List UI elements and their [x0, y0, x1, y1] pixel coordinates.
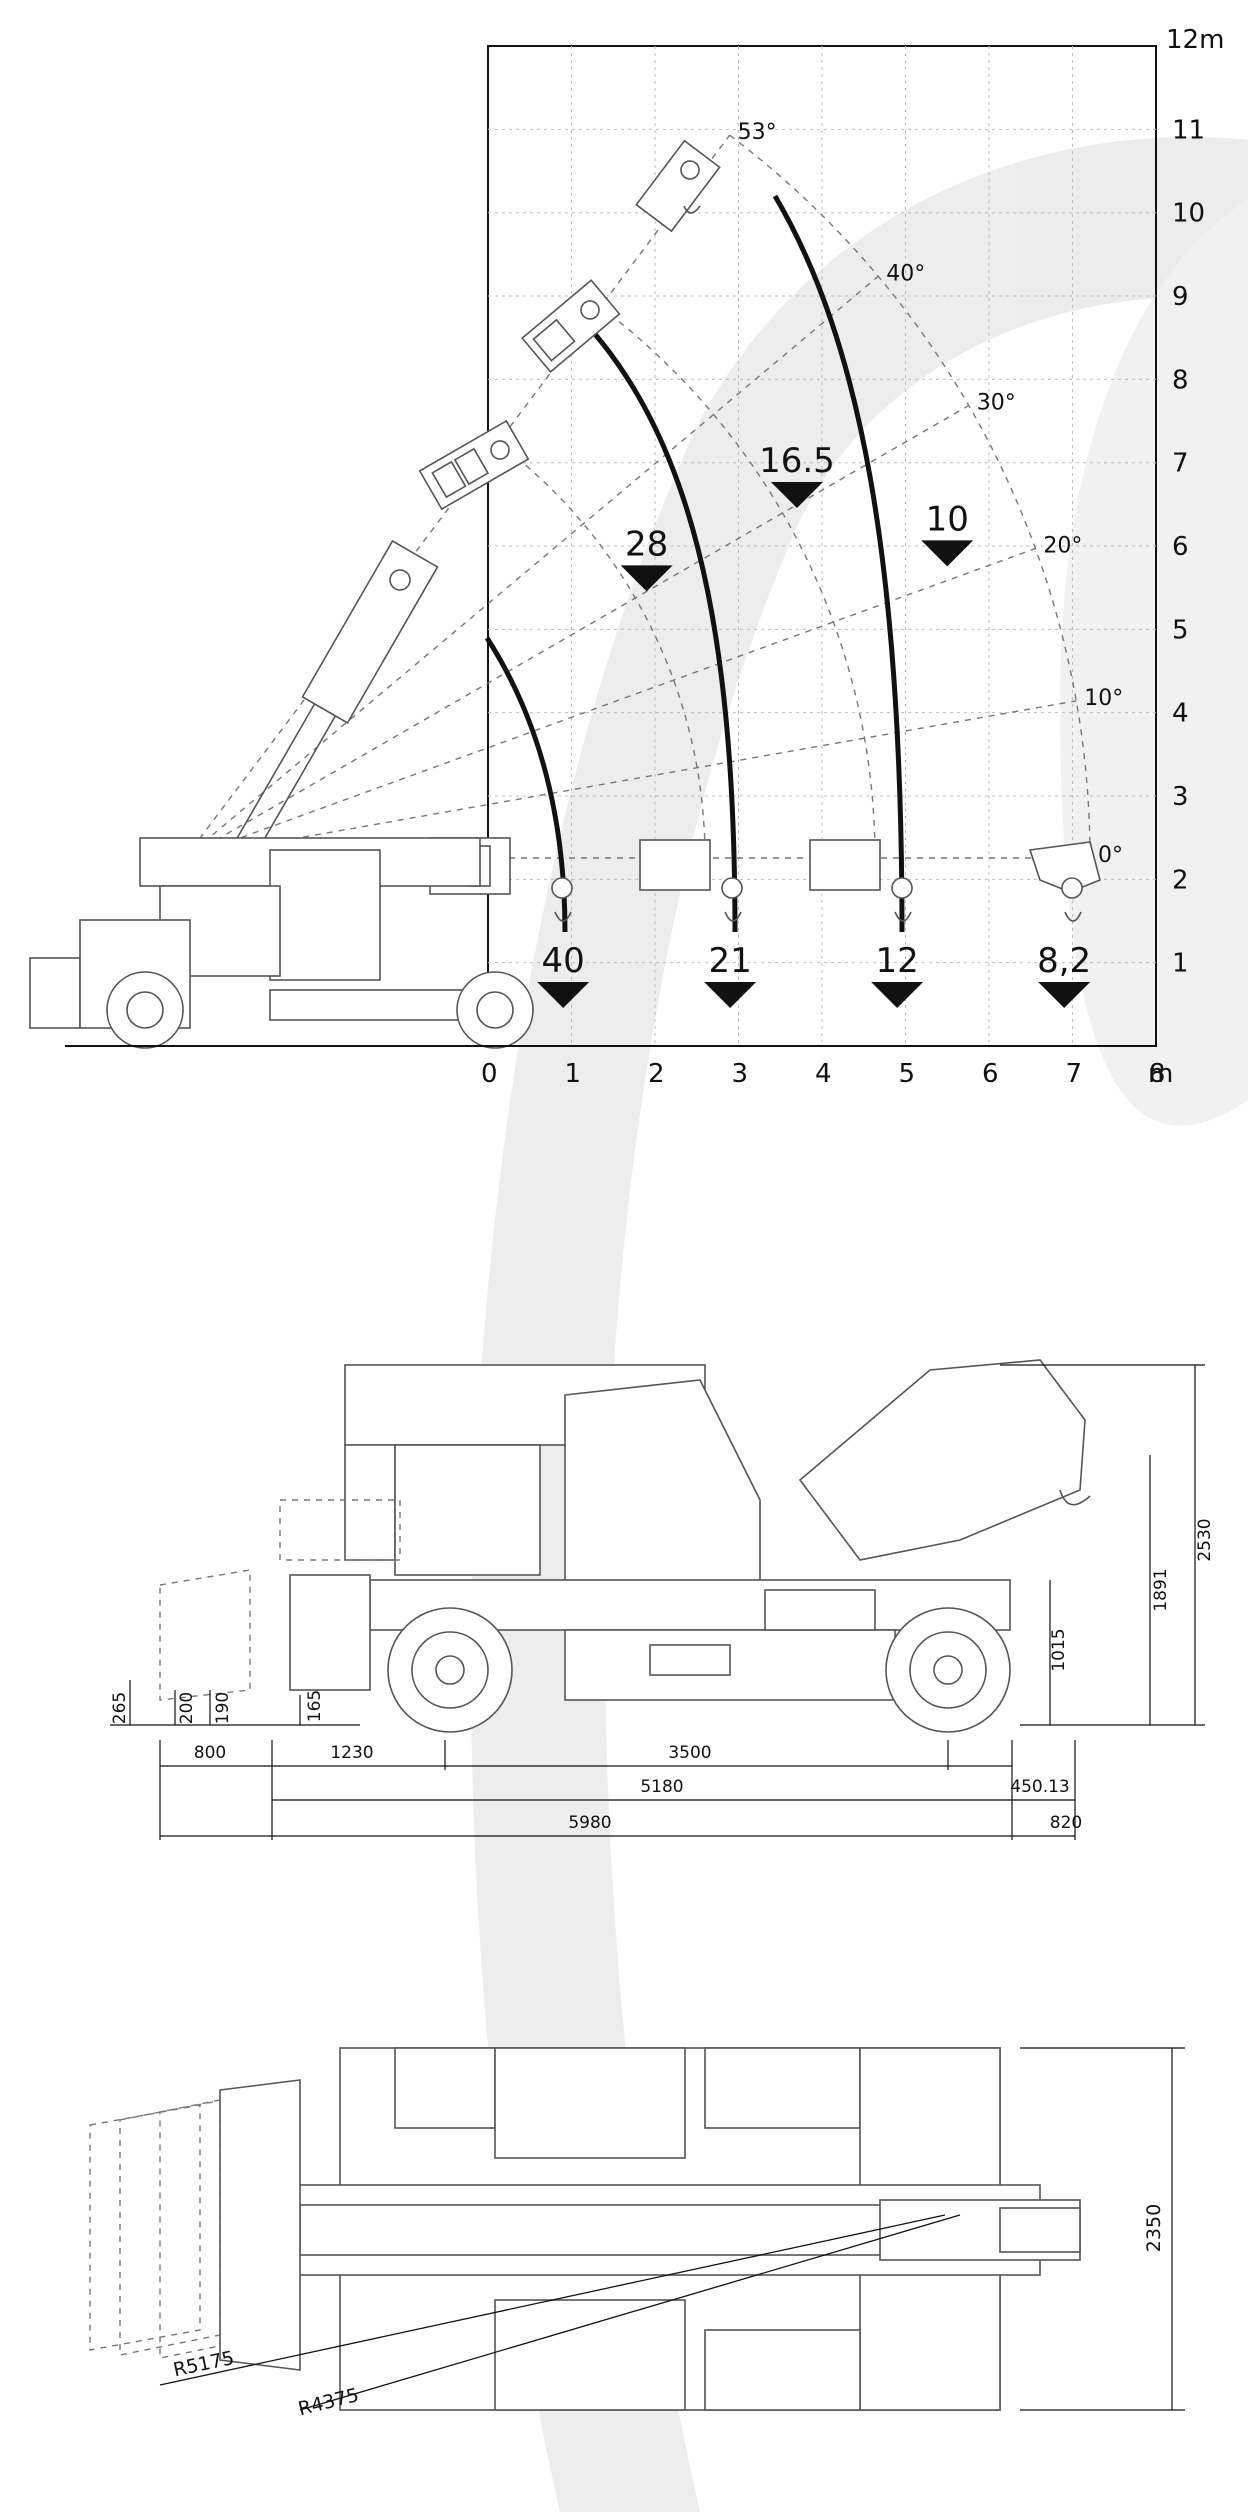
load-marker-label: 10	[926, 499, 969, 539]
load-marker-triangle	[537, 982, 590, 1009]
load-marker-label: 8,2	[1037, 941, 1091, 981]
y-tick-label: 3	[1172, 782, 1189, 812]
load-marker-triangle	[620, 565, 673, 592]
load-marker-label: 16.5	[759, 441, 835, 481]
side-dimension-label: 1015	[1049, 1628, 1069, 1671]
x-tick-label: 3	[732, 1059, 749, 1089]
watermark-swoosh	[471, 137, 1248, 2512]
side-view-drawing: 265 200 190 165 800 1230 3500 5180 450.13 5980 820…	[110, 1359, 1215, 1840]
y-tick-label: 10	[1172, 199, 1205, 229]
side-dimension-label: 165	[305, 1690, 325, 1722]
load-marker-triangle	[770, 482, 823, 509]
angle-label: 40°	[886, 261, 925, 286]
side-dimension-label: 5180	[640, 1777, 683, 1797]
y-tick-label: 9	[1172, 282, 1189, 312]
y-tick-label: 5	[1172, 615, 1189, 645]
side-dimension-label: 1230	[330, 1743, 373, 1763]
load-curve-2	[573, 310, 738, 933]
load-marker-label: 40	[542, 941, 585, 981]
x-tick-label: 0	[481, 1059, 498, 1089]
load-marker-label: 21	[709, 941, 752, 981]
side-dimension-label: 190	[213, 1692, 233, 1724]
x-tick-label: 1	[565, 1059, 582, 1089]
load-marker-label: 12	[876, 941, 919, 981]
crane-side-illustration	[29, 837, 1156, 1049]
side-dimension-label: 3500	[668, 1743, 711, 1763]
side-dimension-label: 2530	[1195, 1518, 1215, 1561]
load-marker-triangle	[871, 982, 924, 1009]
angle-label: 20°	[1043, 533, 1082, 558]
radius-arc	[729, 134, 1091, 859]
side-dimension-label: 450.13	[1010, 1777, 1069, 1797]
y-axis-top-label: 12m	[1166, 25, 1224, 55]
load-marker-triangle	[1038, 982, 1091, 1009]
y-tick-label: 8	[1172, 365, 1189, 395]
x-tick-label: 2	[648, 1059, 665, 1089]
y-tick-label: 1	[1172, 949, 1189, 979]
x-axis-unit: m	[1148, 1059, 1173, 1089]
side-dimension-label: 800	[194, 1743, 226, 1763]
load-marker-label: 28	[625, 524, 668, 564]
y-tick-label: 11	[1172, 115, 1205, 145]
angle-label: 0°	[1098, 843, 1123, 868]
x-tick-label: 8	[1149, 1059, 1166, 1089]
side-dimension-label: 265	[110, 1692, 130, 1724]
y-tick-label: 4	[1172, 699, 1189, 729]
side-dimension-label: 200	[177, 1692, 197, 1724]
x-tick-label: 4	[815, 1059, 832, 1089]
x-tick-label: 6	[982, 1059, 999, 1089]
side-dimension-label: 5980	[568, 1813, 611, 1833]
y-tick-label: 7	[1172, 449, 1189, 479]
angle-label: 30°	[977, 391, 1016, 416]
top-dimension-label: 2350	[1143, 2204, 1165, 2252]
radius-arc	[497, 442, 706, 859]
x-tick-label: 5	[899, 1059, 916, 1089]
load-curve-3	[772, 194, 905, 933]
side-dimension-label: 820	[1050, 1813, 1082, 1833]
y-tick-label: 2	[1172, 865, 1189, 895]
top-dimension-label: R4375	[296, 2384, 361, 2420]
angle-label: 53°	[738, 120, 777, 145]
x-tick-label: 7	[1066, 1059, 1083, 1089]
load-marker-triangle	[921, 540, 974, 567]
radius-arc	[599, 306, 876, 859]
side-dimension-label: 1891	[1151, 1568, 1171, 1611]
y-tick-label: 6	[1172, 532, 1189, 562]
angle-label: 10°	[1084, 686, 1123, 711]
load-marker-triangle	[704, 982, 757, 1009]
